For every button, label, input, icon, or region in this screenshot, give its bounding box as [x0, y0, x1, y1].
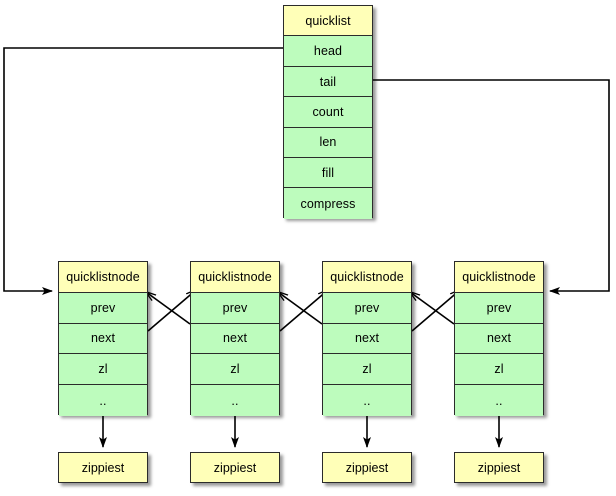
quicklistnode-0-field-zl: zl [59, 354, 147, 386]
quicklist-field-tail: tail [284, 66, 372, 98]
edge-node1-next-to-node2 [279, 290, 328, 332]
quicklistnode-1-field-prev: prev [191, 292, 279, 324]
quicklistnode-1-field-zl: zl [191, 354, 279, 386]
quicklistnode-0-field-more: .. [59, 385, 147, 416]
quicklistnode-2-field-more: .. [323, 385, 411, 416]
quicklist-field-len: len [284, 127, 372, 159]
quicklist-field-compress: compress [284, 188, 372, 219]
quicklist-struct: quicklist head tail count len fill compr… [283, 5, 373, 219]
quicklistnode-2-title: quicklistnode [323, 262, 411, 293]
quicklistnode-2-field-zl: zl [323, 354, 411, 386]
quicklistnode-1-field-more: .. [191, 385, 279, 416]
quicklistnode-3-field-more: .. [455, 385, 543, 416]
edge-node2-prev-to-node1 [278, 292, 323, 325]
quicklistnode-1-field-next: next [191, 323, 279, 355]
edge-node1-prev-to-node0 [146, 292, 191, 325]
zippiest-box-1: zippiest [190, 452, 280, 483]
quicklistnode-0: quicklistnode prev next zl .. [58, 261, 148, 416]
quicklistnode-3-title: quicklistnode [455, 262, 543, 293]
zippiest-box-0: zippiest [58, 452, 148, 483]
quicklistnode-1: quicklistnode prev next zl .. [190, 261, 280, 416]
quicklistnode-2-field-prev: prev [323, 292, 411, 324]
quicklistnode-3: quicklistnode prev next zl .. [454, 261, 544, 416]
quicklist-field-count: count [284, 97, 372, 128]
quicklistnode-0-title: quicklistnode [59, 262, 147, 293]
quicklist-field-head: head [284, 36, 372, 67]
quicklistnode-3-field-prev: prev [455, 292, 543, 324]
quicklistnode-3-field-next: next [455, 323, 543, 355]
quicklist-field-fill: fill [284, 158, 372, 189]
edge-head-to-node0 [3, 47, 283, 295]
quicklistnode-0-field-prev: prev [59, 292, 147, 324]
quicklistnode-3-field-zl: zl [455, 354, 543, 386]
edge-node0-next-to-node1 [147, 290, 196, 332]
edge-node2-next-to-node3 [411, 290, 460, 332]
quicklistnode-0-field-next: next [59, 323, 147, 355]
quicklistnode-2-field-next: next [323, 323, 411, 355]
edge-node3-prev-to-node2 [410, 292, 455, 325]
edge-tail-to-node3 [373, 79, 610, 295]
quicklistnode-2: quicklistnode prev next zl .. [322, 261, 412, 416]
zippiest-box-2: zippiest [322, 452, 412, 483]
zippiest-box-3: zippiest [454, 452, 544, 483]
quicklist-title: quicklist [284, 6, 372, 37]
quicklistnode-1-title: quicklistnode [191, 262, 279, 293]
